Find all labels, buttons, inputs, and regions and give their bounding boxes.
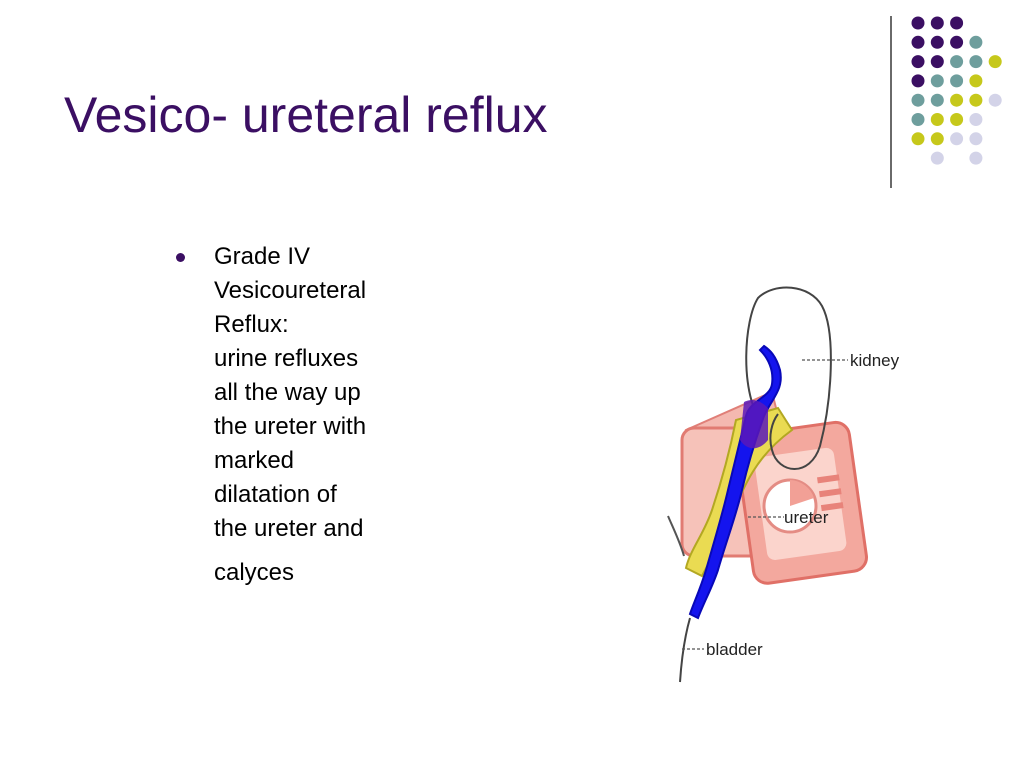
- decorative-dot: [950, 35, 964, 49]
- decorative-dot: [911, 16, 925, 30]
- ureter-label: ureter: [784, 508, 829, 527]
- decorative-dot: [911, 55, 925, 69]
- decorative-dot: [930, 55, 944, 69]
- bullet-line: Reflux:: [214, 311, 289, 338]
- bullet-line: Vesicoureteral: [214, 277, 367, 304]
- decorative-dot: [911, 93, 925, 107]
- bullet-line: the ureter and: [214, 515, 364, 542]
- bullet-line: the ureter with: [214, 413, 367, 440]
- kidney-outline: [745, 286, 832, 470]
- bullet-line: marked: [214, 447, 295, 474]
- decorative-dot: [930, 113, 944, 126]
- decorative-dot: [911, 74, 925, 88]
- decorative-divider: [890, 16, 892, 188]
- decorative-dot: [930, 132, 944, 146]
- decorative-dot-grid: [911, 16, 1002, 165]
- bullet-line: all the way up: [214, 379, 361, 406]
- decorative-dot: [969, 93, 983, 107]
- decorative-dot: [930, 151, 944, 165]
- decorative-dot: [911, 132, 925, 146]
- decorative-dot: [930, 16, 944, 30]
- kidney-label: kidney: [850, 351, 900, 370]
- decorative-dot: [950, 55, 964, 69]
- decorative-dot: [969, 132, 983, 146]
- bullet-line: Grade IV: [214, 243, 311, 270]
- decorative-dot: [988, 55, 1002, 69]
- bullet-marker: [176, 253, 185, 262]
- reflux-diagram: kidney ureter bladder: [667, 286, 900, 683]
- bullet-line: urine refluxes: [214, 345, 359, 372]
- bullet-line: calyces: [214, 559, 295, 586]
- decorative-dot: [950, 74, 964, 88]
- bullet-text: Grade IV Vesicoureteral Reflux: urine re…: [214, 240, 414, 590]
- decorative-dot: [969, 151, 983, 165]
- decorative-dot: [950, 132, 964, 146]
- decorative-dot: [911, 113, 925, 126]
- slide-title: Vesico- ureteral reflux: [64, 87, 548, 143]
- decorative-dot: [930, 35, 944, 49]
- decorative-dot: [969, 35, 983, 49]
- decorative-dot: [988, 93, 1002, 107]
- decorative-dot: [950, 16, 964, 30]
- decorative-dot: [911, 35, 925, 49]
- decorative-dot: [950, 93, 964, 107]
- decorative-dot: [930, 93, 944, 107]
- decorative-dot: [930, 74, 944, 88]
- bladder-label: bladder: [706, 640, 763, 659]
- decorative-dot: [969, 74, 983, 88]
- decorative-dot: [969, 113, 983, 126]
- decorative-dot: [950, 113, 964, 126]
- bullet-line: dilatation of: [214, 481, 337, 508]
- decorative-dot: [969, 55, 983, 69]
- bladder-line: [679, 617, 691, 683]
